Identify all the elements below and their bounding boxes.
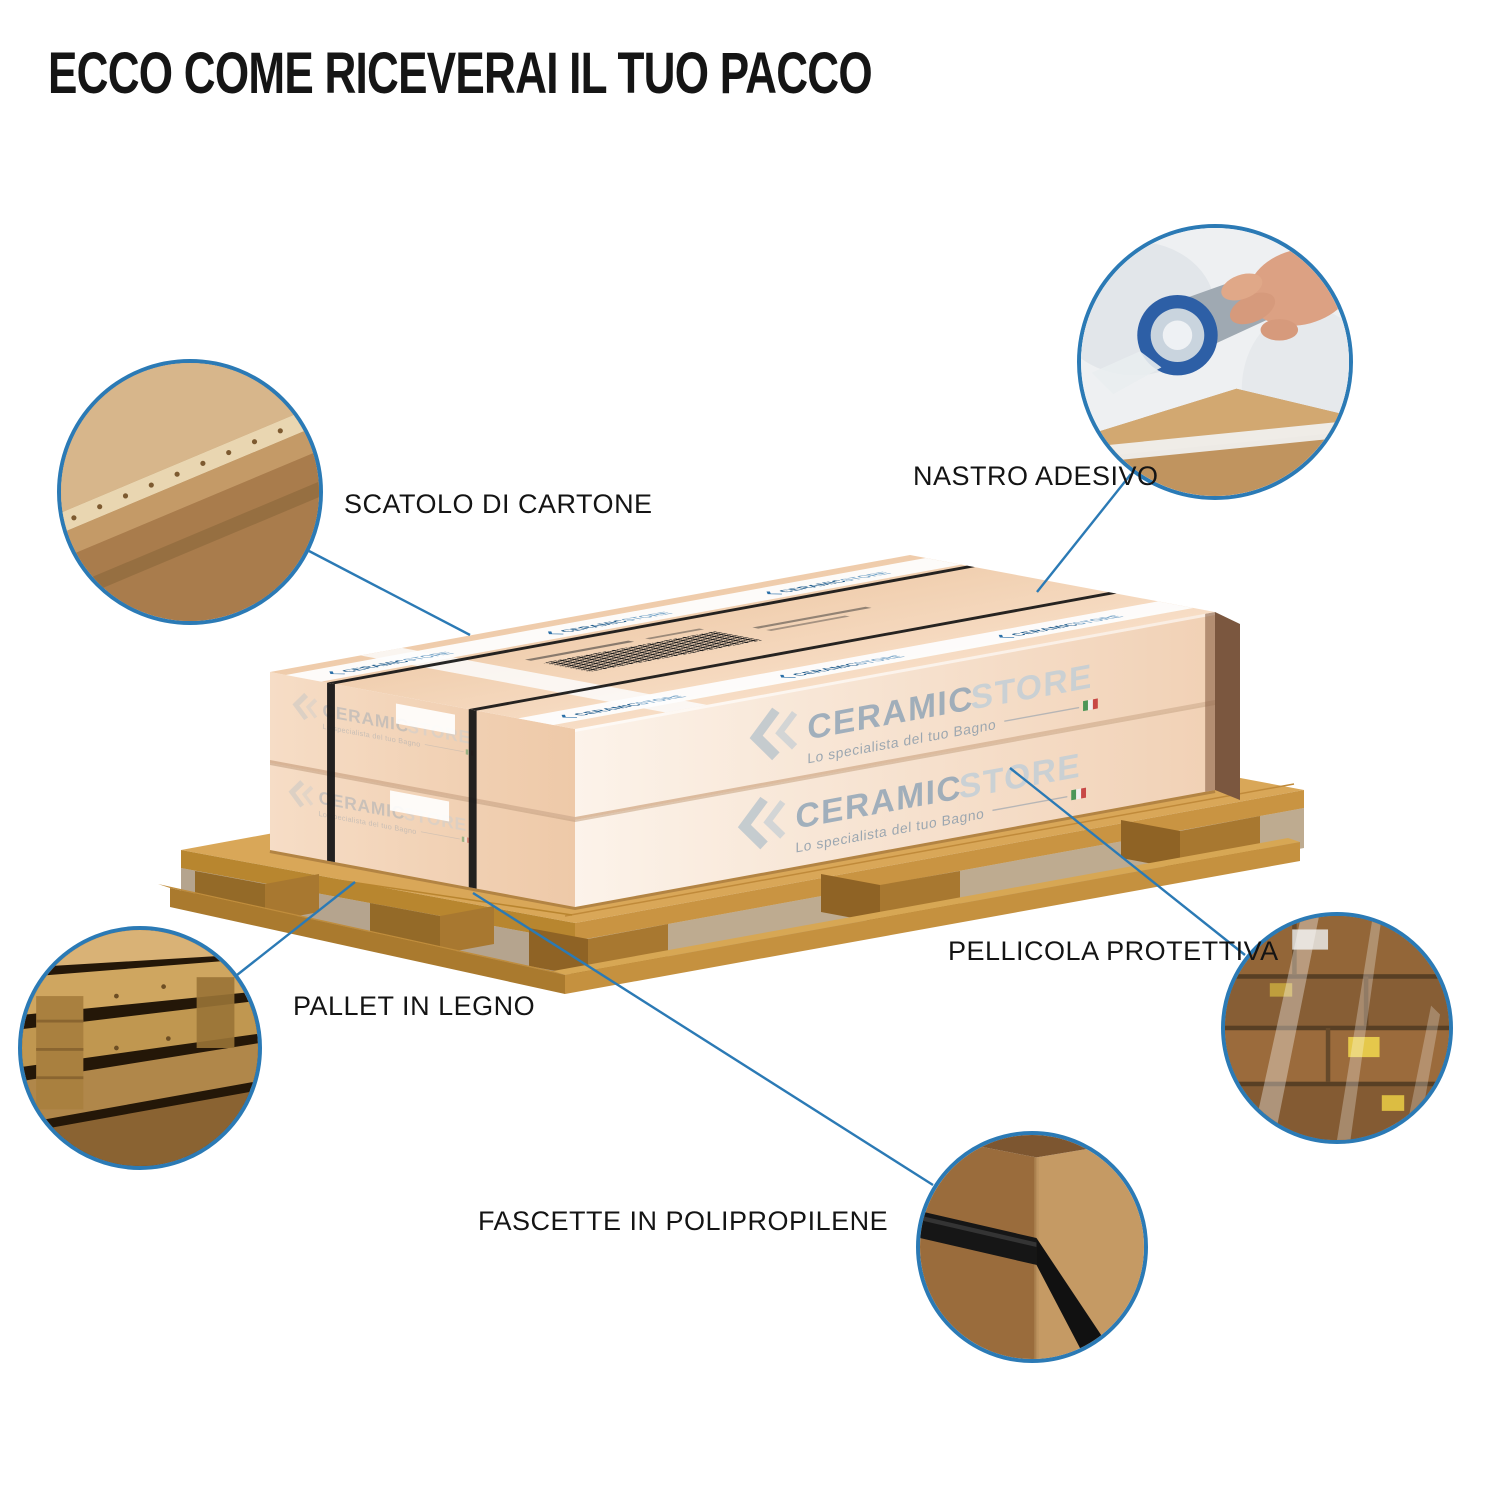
wooden-pallet-photo xyxy=(22,930,258,1166)
box-label-strip xyxy=(395,703,455,735)
box-right-edge xyxy=(1215,612,1240,800)
strap-photo xyxy=(920,1135,1144,1359)
tape-band-cross xyxy=(360,647,707,713)
callout-label-pallet: PALLET IN LEGNO xyxy=(293,991,536,1021)
strap-left-2 xyxy=(468,709,477,889)
strap-left-1 xyxy=(327,682,335,863)
pallet-callout-circle xyxy=(18,926,262,1170)
pallet-block xyxy=(440,906,494,954)
pallet-bottom-board xyxy=(158,884,565,975)
pallet-block xyxy=(821,874,880,923)
pallet-block xyxy=(529,928,588,977)
strap-top-back xyxy=(327,565,975,685)
pallet-bottom-board xyxy=(170,888,565,994)
box-top-face xyxy=(270,554,1215,730)
box-left-face xyxy=(270,672,576,908)
connector-cardboard xyxy=(308,549,471,637)
straps-callout-circle xyxy=(916,1131,1148,1363)
page-title: ECCO COME RICEVERAI IL TUO PACCO xyxy=(48,41,873,106)
box-label-strip xyxy=(390,790,450,822)
connector-lines xyxy=(236,473,1246,1187)
tape-band-front xyxy=(517,601,1194,725)
connector-pallet xyxy=(236,881,356,976)
tape-band-back xyxy=(285,557,962,682)
box-front-face xyxy=(575,611,1215,907)
pallet-bottom-board xyxy=(553,838,1300,975)
cardboard-callout-circle xyxy=(57,359,323,625)
connector-tape xyxy=(1036,473,1132,593)
package-boxes xyxy=(270,554,1240,908)
adhesive-tape-photo xyxy=(1081,228,1349,496)
tape-callout-circle xyxy=(1077,224,1353,500)
cardboard-box-photo xyxy=(61,363,319,621)
callout-label-film: PELLICOLA PROTETTIVA xyxy=(948,936,1279,966)
pallet-block xyxy=(1121,820,1180,869)
callout-label-straps: FASCETTE IN POLIPROPILENE xyxy=(478,1206,889,1236)
connector-film xyxy=(1009,767,1246,956)
pallet-block xyxy=(265,874,319,922)
callout-label-tape: NASTRO ADESIVO xyxy=(913,461,1159,491)
callout-label-cardboard: SCATOLO DI CARTONE xyxy=(344,489,653,519)
connector-straps xyxy=(472,891,934,1187)
strap-top-front xyxy=(468,592,1117,711)
shipping-barcode xyxy=(524,606,872,672)
pallet-bottom-board xyxy=(565,842,1300,994)
